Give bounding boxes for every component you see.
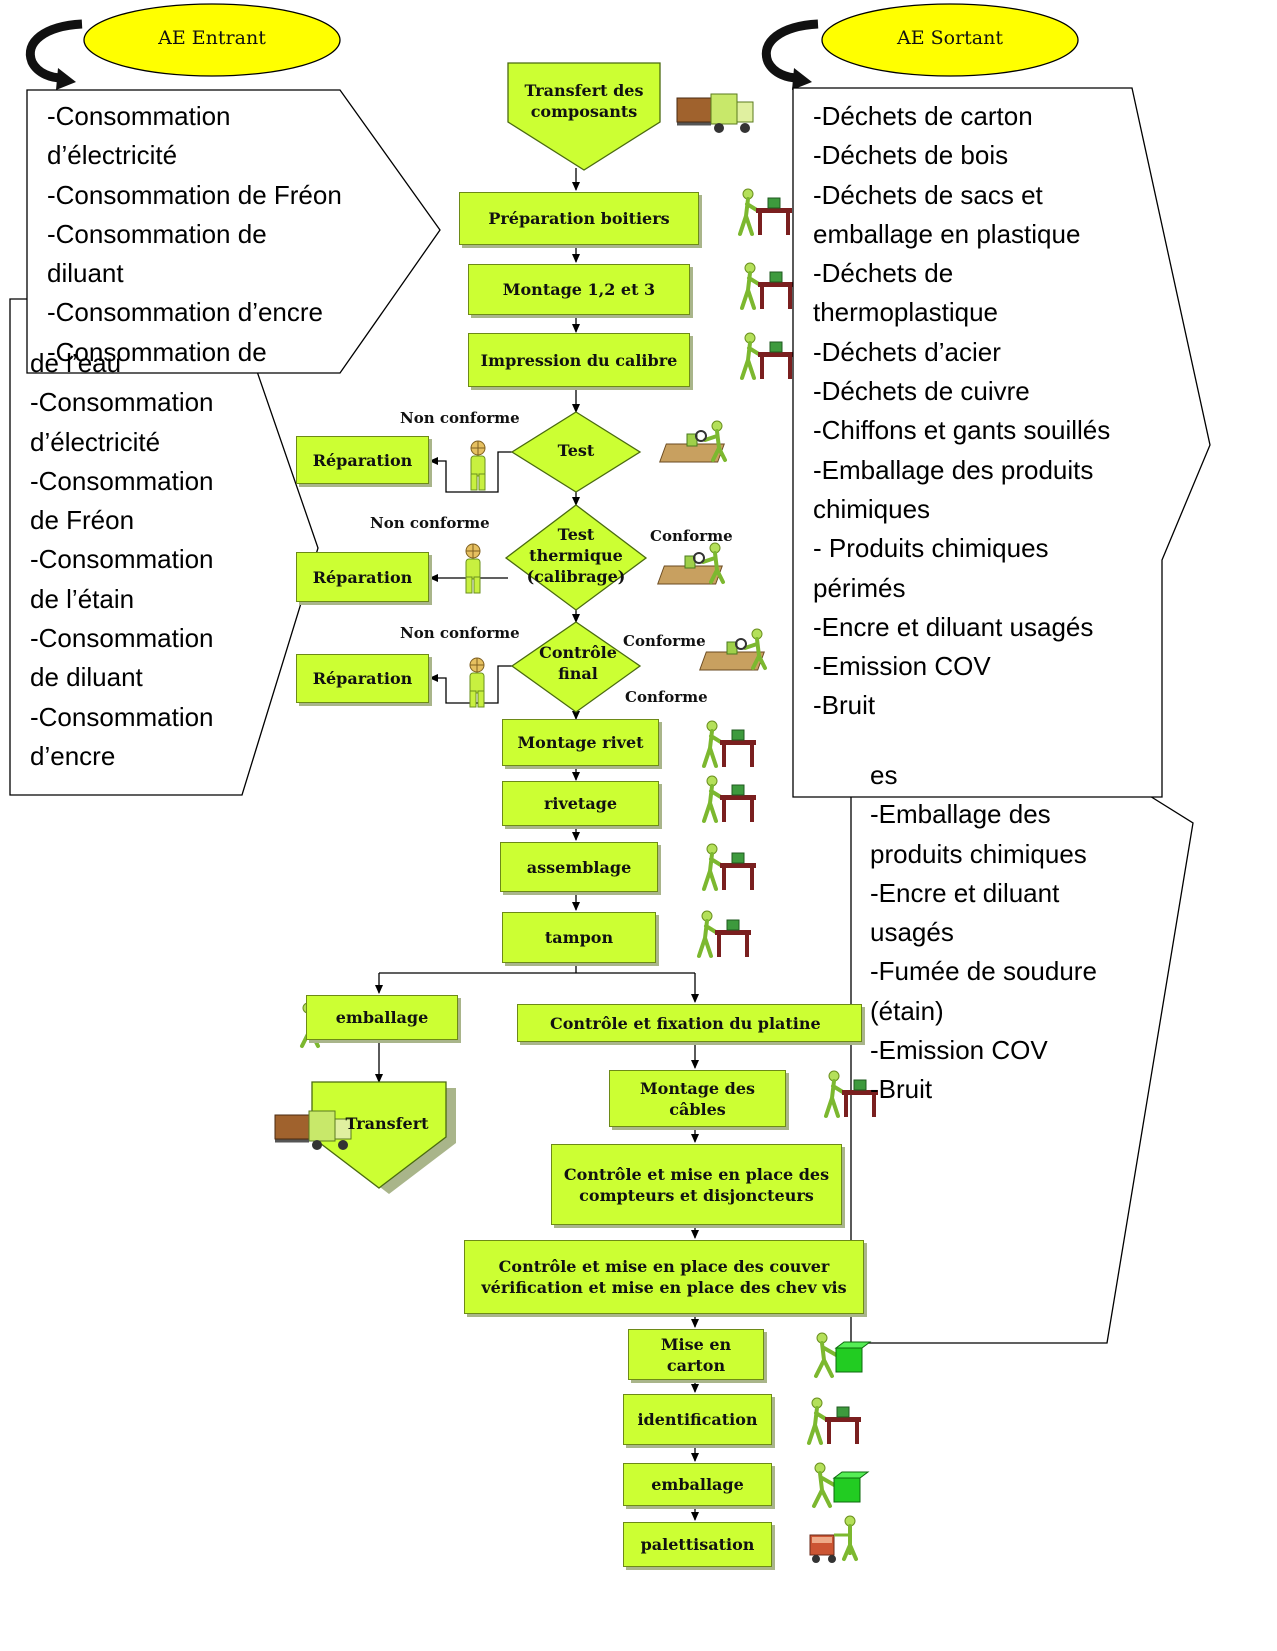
decision-controle-final: Contrôle final	[539, 643, 617, 683]
step-montage-cables: Montage des câbles	[609, 1070, 786, 1127]
step-reparation-3: Réparation	[296, 654, 429, 703]
step-palettisation: palettisation	[623, 1522, 772, 1567]
step-tampon: tampon	[502, 912, 656, 963]
step-mise-en-carton: Mise en carton	[628, 1329, 764, 1380]
label-conforme-3: Conforme	[625, 688, 708, 706]
step-montage-rivet: Montage rivet	[502, 719, 659, 766]
header-ae-entrant: AE Entrant	[158, 27, 266, 49]
left-front-callout-list: -Consommation d’électricité -Consommatio…	[47, 101, 342, 367]
step-controle-platine: Contrôle et fixation du platine	[517, 1004, 862, 1042]
step-rivetage: rivetage	[502, 781, 659, 826]
label-conforme-1: Conforme	[650, 527, 733, 545]
right-front-callout-list: -Déchets de carton -Déchets de bois -Déc…	[813, 101, 1111, 721]
step-controle-couvercles: Contrôle et mise en place des couver vér…	[464, 1240, 864, 1314]
step-reparation-1: Réparation	[296, 436, 429, 484]
step-identification: identification	[623, 1394, 772, 1445]
label-non-conforme-2: Non conforme	[370, 514, 490, 532]
step-emballage-left: emballage	[306, 995, 458, 1040]
step-transfert: Transfert	[345, 1114, 429, 1133]
step-transfert-composants: Transfert des composants	[524, 81, 644, 121]
left-back-callout-list: de l’eau -Consommation d’électricité -Co…	[30, 348, 214, 771]
step-reparation-2: Réparation	[296, 552, 429, 602]
step-emballage: emballage	[623, 1463, 772, 1506]
label-conforme-2: Conforme	[623, 632, 706, 650]
label-non-conforme-3: Non conforme	[400, 624, 520, 642]
step-controle-compteurs: Contrôle et mise en place des compteurs …	[551, 1144, 842, 1225]
step-montage-123: Montage 1,2 et 3	[468, 264, 690, 315]
step-preparation-boitiers: Préparation boitiers	[459, 192, 699, 245]
decision-test: Test	[557, 441, 595, 460]
decision-test-thermique: Test thermique (calibrage)	[526, 525, 626, 586]
right-back-callout-list: es -Emballage des produits chimiques -En…	[870, 760, 1097, 1105]
label-non-conforme-1: Non conforme	[400, 409, 520, 427]
step-assemblage: assemblage	[500, 842, 658, 892]
header-ae-sortant: AE Sortant	[896, 27, 1003, 49]
step-impression-calibre: Impression du calibre	[468, 333, 690, 387]
